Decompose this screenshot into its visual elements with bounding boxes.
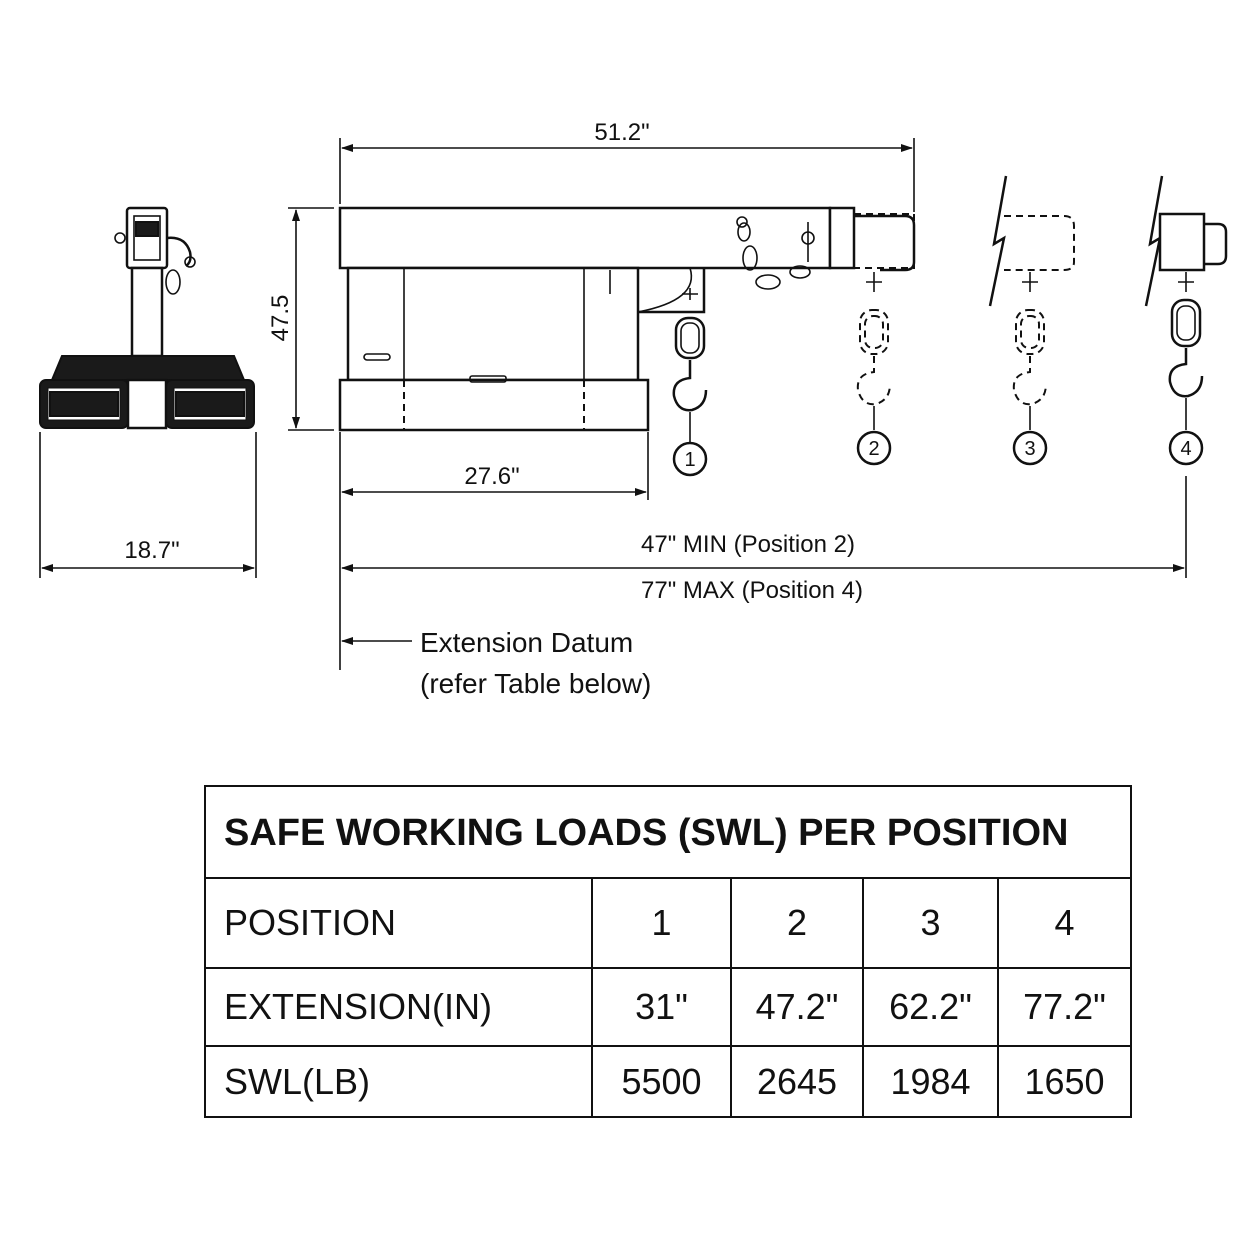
- datum-note-line1: Extension Datum: [420, 627, 633, 658]
- row-label-position: POSITION: [206, 879, 593, 967]
- overall-length-dimension: 51.2": [339, 119, 915, 212]
- extension-dimension: 47" MIN (Position 2) 77" MAX (Position 4…: [341, 531, 1185, 604]
- table-row-swl: SWL(LB) 5500 2645 1984 1650: [206, 1047, 1130, 1116]
- base-length-dimension: 27.6": [339, 432, 649, 670]
- swl-cell: 1650: [1024, 1060, 1105, 1102]
- height-label: 47.5: [267, 295, 294, 342]
- main-boom: [338, 206, 916, 432]
- datum-note-line2: (refer Table below): [420, 668, 651, 699]
- position-4-label: 4: [1180, 438, 1191, 460]
- safety-chain: [736, 216, 815, 290]
- hook-position-3: 3: [988, 175, 1075, 466]
- extension-cell: 62.2": [864, 969, 999, 1045]
- height-dimension: 47.5: [267, 207, 334, 431]
- min-extension-label: 47" MIN (Position 2): [641, 531, 855, 558]
- hook-position-4: 4: [1144, 175, 1228, 578]
- swl-cell: 1984: [864, 1047, 999, 1116]
- width-dimension: 18.7": [39, 432, 257, 578]
- position-cell: 3: [864, 879, 999, 967]
- width-label: 18.7": [124, 537, 179, 564]
- extension-cell: 31": [593, 969, 732, 1045]
- table-row-position: POSITION 1 2 3 4: [206, 879, 1130, 969]
- swl-cell: 5500: [593, 1047, 732, 1116]
- hook-position-2: 2: [856, 272, 892, 466]
- swl-table: SAFE WORKING LOADS (SWL) PER POSITION PO…: [204, 785, 1132, 1118]
- max-extension-label: 77" MAX (Position 4): [641, 577, 863, 604]
- position-3-label: 3: [1024, 438, 1035, 460]
- position-cell: 1: [593, 879, 732, 967]
- swl-table-title: SAFE WORKING LOADS (SWL) PER POSITION: [206, 787, 1130, 879]
- position-cell: 2: [732, 879, 864, 967]
- overall-length-label: 51.2": [594, 119, 649, 146]
- base-length-label: 27.6": [464, 463, 519, 490]
- end-view: [39, 206, 255, 430]
- row-label-swl: SWL(LB): [206, 1047, 593, 1116]
- jib-boom-technical-drawing: 18.7" 1: [39, 119, 1228, 699]
- position-2-label: 2: [868, 438, 879, 460]
- position-cell: 4: [1054, 902, 1075, 943]
- extension-datum-note: Extension Datum (refer Table below): [341, 627, 651, 699]
- swl-cell: 2645: [732, 1047, 864, 1116]
- hook-position-1: 1: [672, 288, 708, 477]
- row-label-extension: EXTENSION(IN): [206, 969, 593, 1045]
- extension-cell: 47.2": [732, 969, 864, 1045]
- position-1-label: 1: [684, 449, 695, 471]
- extension-cell: 77.2": [1023, 986, 1106, 1027]
- table-row-extension: EXTENSION(IN) 31" 47.2" 62.2" 77.2": [206, 969, 1130, 1047]
